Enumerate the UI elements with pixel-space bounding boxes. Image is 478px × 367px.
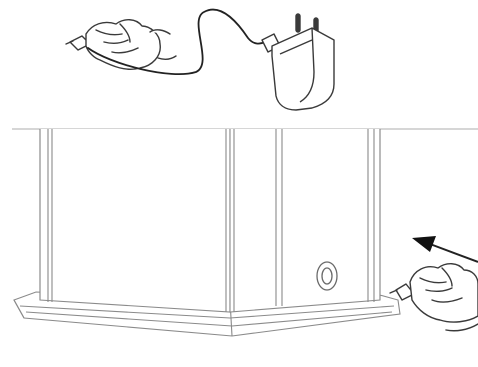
hand-inserting-plug-icon [390,264,478,331]
ac-power-adapter-icon [262,14,334,110]
insert-direction-arrow-icon [412,236,478,262]
dc-power-socket-icon [317,262,337,290]
hand-holding-plug-icon [66,20,176,70]
